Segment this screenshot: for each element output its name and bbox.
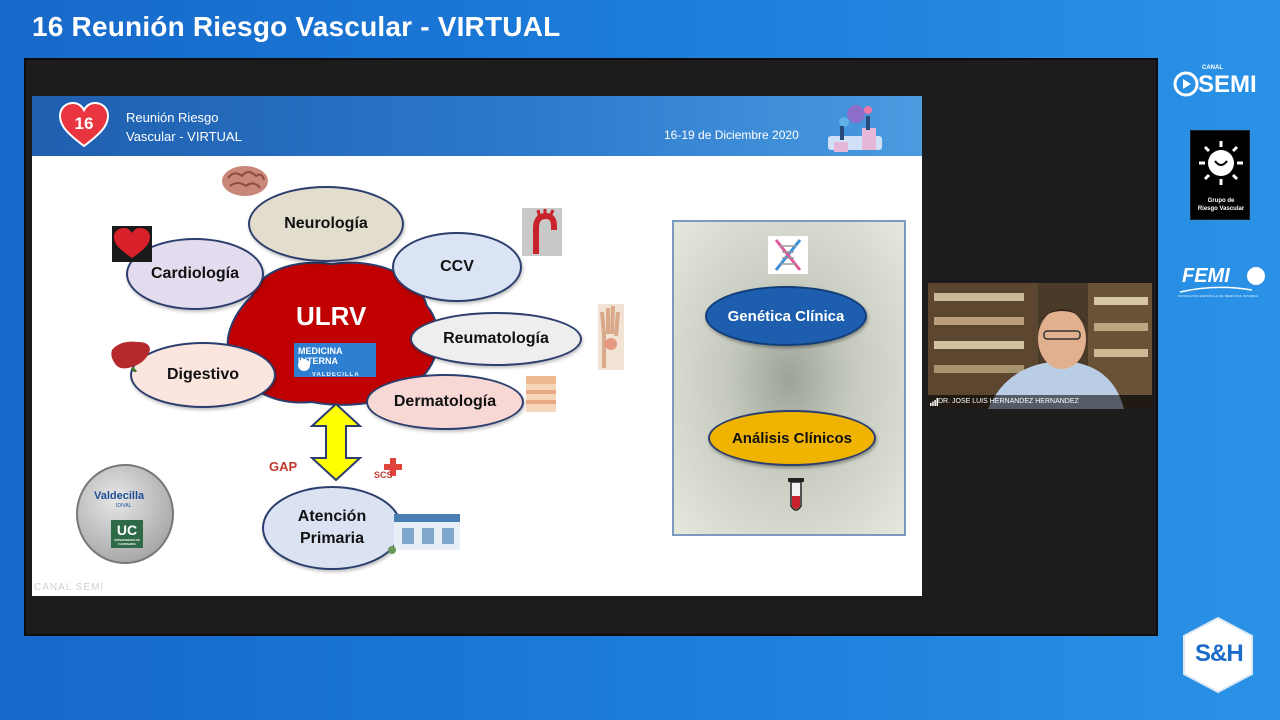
grv-line2: Riesgo Vascular bbox=[1197, 206, 1245, 212]
sh-badge-icon bbox=[1183, 616, 1253, 694]
scs-logo: SCS bbox=[374, 458, 404, 482]
femi-text: FEMI bbox=[1182, 265, 1230, 287]
ellipse-dermatologia: Dermatología bbox=[366, 374, 524, 430]
canal-label: CANAL bbox=[1202, 65, 1223, 71]
double-arrow-icon bbox=[309, 402, 363, 482]
uc-subtitle: UNIVERSIDAD DE CANTABRIA bbox=[114, 538, 140, 546]
health-center-icon bbox=[388, 514, 460, 554]
idival-text: IDIVAL bbox=[116, 503, 132, 509]
atencion-line2: Primaria bbox=[299, 530, 365, 547]
mi-logo-circle-icon bbox=[298, 359, 310, 371]
ellipse-genetica-clinica: Genética Clínica bbox=[705, 286, 867, 346]
canal-semi-logo bbox=[1173, 71, 1199, 97]
liver-icon bbox=[111, 341, 150, 372]
brain-icon bbox=[222, 166, 268, 196]
speaker-name: DR. JOSE LUIS HERNANDEZ HERNANDEZ bbox=[938, 398, 1079, 405]
ulrv-label: ULRV bbox=[296, 301, 367, 331]
page-title: 16 Reunión Riesgo Vascular - VIRTUAL bbox=[32, 11, 561, 42]
skin-layers-icon bbox=[526, 376, 556, 412]
grv-text: Grupo de Riesgo Vascular bbox=[1191, 197, 1251, 213]
event-name: Reunión Riesgo Vascular - VIRTUAL bbox=[126, 108, 242, 146]
gap-logo: GAP bbox=[269, 459, 298, 474]
atencion-line1: Atención bbox=[297, 508, 367, 525]
ellipse-analisis-clinicos: Análisis Clínicos bbox=[708, 410, 876, 466]
femi-logo bbox=[1179, 267, 1265, 293]
ellipse-atencion-primaria: Atención Primaria bbox=[262, 486, 402, 570]
sh-label: S&H bbox=[1195, 640, 1244, 667]
heart-organ-icon bbox=[112, 226, 152, 262]
lab-illustration-icon bbox=[828, 105, 882, 152]
speaker-name-caption: DR. JOSE LUIS HERNANDEZ HERNANDEZ bbox=[928, 395, 1152, 409]
medicina-interna-logo: MEDICINA INTERNA VALDECILLA bbox=[294, 343, 376, 378]
badge-number: 16 bbox=[75, 114, 94, 133]
ellipse-cardiologia: Cardiología bbox=[126, 238, 264, 310]
uc-logo: UC UNIVERSIDAD DE CANTABRIA bbox=[111, 520, 143, 548]
ellipse-neurologia: Neurología bbox=[248, 186, 404, 262]
grupo-riesgo-vascular-logo: Grupo de Riesgo Vascular bbox=[1190, 130, 1250, 220]
ellipse-reumatologia: Reumatología bbox=[410, 312, 582, 366]
test-tube-icon bbox=[788, 478, 804, 511]
slide: 16 Reunión Riesgo Vascular - VIRTUAL 16-… bbox=[32, 96, 922, 596]
event-name-line1: Reunión Riesgo bbox=[126, 110, 219, 125]
valdecilla-uc-logo: Valdecilla IDIVAL UC UNIVERSIDAD DE CANT… bbox=[76, 464, 174, 564]
mi-logo-title: MEDICINA INTERNA bbox=[298, 346, 343, 366]
heart-badge-icon: 16 bbox=[58, 102, 110, 148]
semi-label: SEMI bbox=[1198, 71, 1257, 98]
event-name-line2: Vascular - VIRTUAL bbox=[126, 129, 242, 144]
grv-sun-icon bbox=[1199, 141, 1243, 185]
aorta-icon bbox=[522, 208, 562, 256]
uc-text: UC bbox=[116, 522, 138, 538]
ellipse-ccv: CCV bbox=[392, 232, 522, 302]
grv-line1: Grupo de bbox=[1207, 198, 1235, 204]
slide-header: 16 Reunión Riesgo Vascular - VIRTUAL 16-… bbox=[32, 96, 922, 156]
mi-logo-subtitle: VALDECILLA bbox=[312, 372, 360, 378]
speaker-video: DR. JOSE LUIS HERNANDEZ HERNANDEZ bbox=[928, 283, 1152, 409]
canal-semi-watermark: CANAL SEMI bbox=[34, 582, 105, 593]
valdecilla-text: Valdecilla bbox=[94, 490, 145, 502]
ellipse-digestivo: Digestivo bbox=[130, 342, 276, 408]
speaker-video-frame bbox=[928, 283, 1152, 409]
scs-text: SCS bbox=[374, 470, 393, 480]
event-dates: 16-19 de Diciembre 2020 bbox=[664, 128, 799, 142]
signal-strength-icon bbox=[930, 398, 938, 406]
scs-cross-icon bbox=[384, 458, 402, 476]
femi-subtitle: FUNDACIÓN ESPAÑOLA DE MEDICINA INTERNA bbox=[1178, 294, 1259, 298]
hand-joint-icon bbox=[598, 304, 624, 370]
dna-icon bbox=[768, 236, 808, 274]
